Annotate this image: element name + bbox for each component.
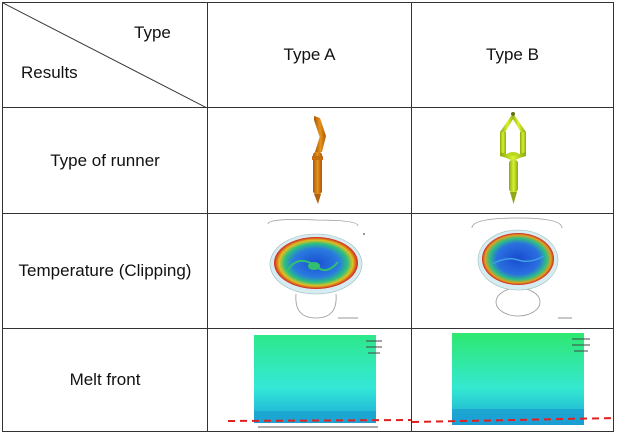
header-type-b: Type B [411, 2, 614, 108]
row-label-melt-front: Melt front [2, 328, 208, 432]
header-results-label: Results [21, 63, 78, 82]
runner-b-image [500, 112, 526, 204]
temperature-a-cell [207, 213, 412, 329]
runner-a-image [312, 116, 326, 204]
temperature-a-image [267, 219, 365, 319]
row-label-runner: Type of runner [2, 107, 208, 214]
diagonal-line [3, 3, 209, 109]
header-type-a: Type A [207, 2, 412, 108]
melt-a-cell [207, 328, 413, 432]
melt-a-image [227, 335, 413, 428]
runner-b-cell [411, 107, 614, 214]
header-corner-cell: Type Results [2, 2, 209, 109]
temperature-b-cell [411, 213, 614, 329]
row-label-temperature: Temperature (Clipping) [2, 213, 208, 329]
melt-b-image [412, 333, 615, 425]
results-table: Type Results Type A Type B Type of runne… [2, 2, 615, 432]
runner-a-cell [207, 107, 412, 214]
melt-b-cell [411, 328, 615, 432]
temperature-b-image [471, 217, 572, 319]
header-type-label: Type [134, 23, 171, 42]
